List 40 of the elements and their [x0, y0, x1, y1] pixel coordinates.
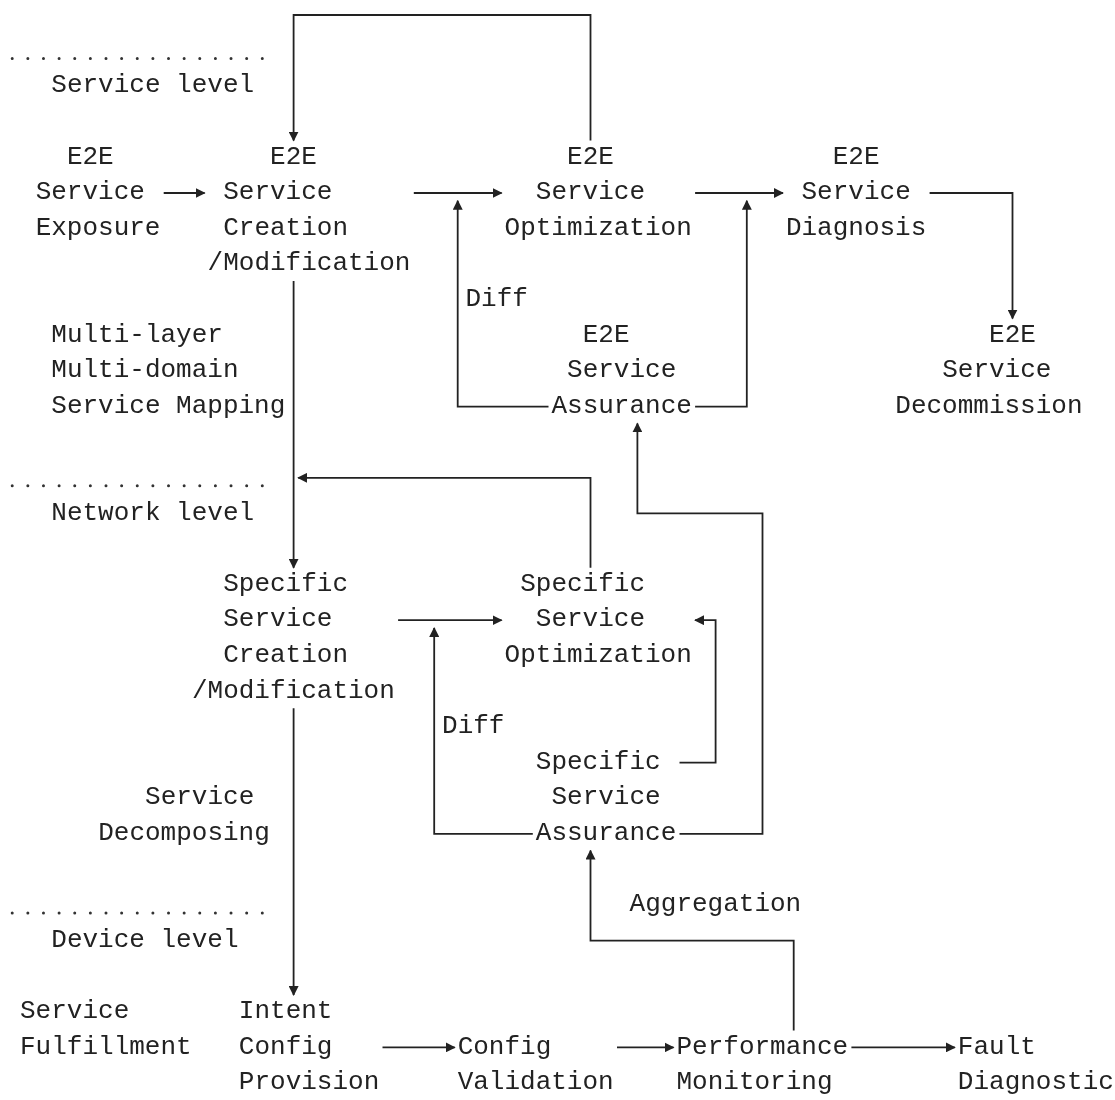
edge-label: Service Decomposing: [98, 781, 271, 850]
connector-arrow: [429, 627, 534, 835]
step-label: E2E Service Decommission: [895, 317, 1083, 425]
edge-label: Aggregation: [629, 888, 802, 922]
step-label: E2E Service Diagnosis: [785, 139, 927, 247]
connector-arrow: [381, 1042, 456, 1053]
connector-arrow: [288, 14, 592, 142]
connector-arrow: [452, 199, 550, 408]
step-label: Fault Diagnostic: [957, 1029, 1115, 1100]
step-label: E2E Service Assurance: [551, 317, 693, 425]
step-label: E2E Service Exposure: [35, 139, 161, 247]
connector-arrow: [694, 188, 784, 198]
step-label: E2E Service Creation /Modification: [207, 139, 411, 282]
connector-arrow: [585, 849, 795, 1032]
step-label: Specific Service Assurance: [535, 744, 677, 852]
level-label: Device level: [51, 923, 239, 957]
edge-label: Diff: [442, 710, 505, 744]
connector-arrow: [288, 280, 299, 569]
step-label: Intent Config Provision: [238, 994, 380, 1100]
connector-arrow: [632, 422, 764, 835]
step-label: Specific Service Optimization: [504, 566, 693, 674]
edge-label: Diff: [465, 283, 528, 316]
connector-arrow: [162, 188, 206, 198]
step-label: Performance Monitoring: [676, 1029, 849, 1100]
connector-arrow: [850, 1042, 956, 1053]
edge-label: Multi-layer Multi-domain Service Mapping: [51, 318, 286, 423]
connector-arrow: [616, 1042, 675, 1053]
level-label: Network level: [51, 496, 255, 530]
step-label: Config Validation: [457, 1029, 614, 1100]
step-label: Specific Service Creation /Modification: [191, 566, 396, 710]
connector-arrow: [678, 615, 717, 764]
layer-label: Service Fulfillment: [20, 995, 192, 1064]
connector-arrow: [288, 707, 299, 996]
step-label: E2E Service Optimization: [504, 139, 693, 247]
connector-arrow: [397, 615, 503, 626]
connector-arrow: [694, 199, 752, 408]
connector-arrow: [412, 188, 503, 198]
level-label: Service level: [51, 69, 255, 103]
connector-arrow: [297, 472, 592, 569]
connector-arrow: [928, 192, 1018, 320]
